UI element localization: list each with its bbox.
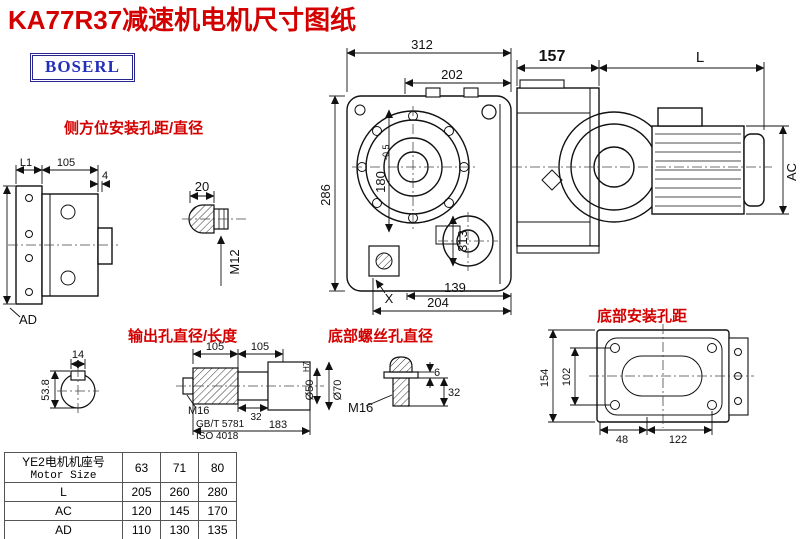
label-bottom-screw-hole: 底部螺丝孔直径: [328, 327, 433, 345]
table-header-en: Motor Size: [30, 470, 97, 482]
dim-outer-dia-70: Ø70: [332, 380, 344, 401]
dim-front-flange-width: 202: [441, 67, 463, 82]
dim-bottom-48: 48: [616, 434, 628, 446]
table-cell: 205: [122, 482, 161, 502]
dim-front-base-inner: 139: [444, 280, 466, 295]
table-cell: 280: [198, 482, 237, 502]
dim-screw-washer-6: 6: [434, 367, 440, 379]
dim-adapter-length: 157: [539, 48, 566, 65]
table-size-71: 71: [160, 452, 199, 483]
motor-size-table: YE2电机机座号 Motor Size 63 71 80 L 205 260 2…: [4, 452, 237, 539]
table-row-label: AC: [4, 501, 123, 521]
table-header-cell: YE2电机机座号 Motor Size: [4, 452, 123, 483]
side-mount-hole-detail: [182, 191, 248, 286]
standard-iso4018-label: ISO 4018: [196, 431, 239, 442]
dim-side-L1: L1: [20, 157, 32, 169]
bottom-view-dimensions: [548, 329, 713, 435]
shaft-cross-section-detail: [50, 359, 99, 413]
table-cell: 260: [160, 482, 199, 502]
dim-bottom-122: 122: [669, 434, 687, 446]
table-cell: 120: [122, 501, 161, 521]
dim-motor-diameter-AC: AC: [784, 163, 799, 181]
table-cell: 145: [160, 501, 199, 521]
table-cell: 135: [198, 520, 237, 539]
dim-front-mount-height-tolerance: -0.5: [381, 144, 391, 160]
front-view-dimensions: [329, 48, 512, 315]
standard-gb5781-label: GB/T 5781: [196, 419, 245, 430]
output-shaft-detail: [176, 349, 333, 435]
brand-logo-text: BOSERL: [45, 57, 120, 76]
table-row-AD: AD 110 130 135: [4, 520, 237, 539]
dimension-drawing: 312 202 286 180 -0.5 313 139 204 X: [3, 37, 799, 446]
output-shaft-dims: [186, 349, 333, 435]
dim-motor-length-L: L: [696, 49, 704, 66]
dim-front-mount-height: 180: [373, 171, 388, 193]
side-view-dimensions: [3, 165, 110, 318]
motor-side-view: [512, 79, 772, 254]
dim-output-step-32: 32: [250, 412, 262, 423]
dim-side-105: 105: [57, 157, 75, 169]
dim-front-overall-height: 286: [318, 184, 333, 206]
dim-bore-dia-50: Ø50: [304, 380, 316, 401]
label-side-mount-holes: 侧方位安装孔距/直径: [64, 119, 203, 137]
dim-front-vertical: 313: [455, 230, 470, 252]
motor-view-dimensions: [516, 60, 789, 215]
shaft-section-dims: [50, 359, 86, 409]
table-row-L: L 205 260 280: [4, 482, 237, 502]
dim-front-base-width: 204: [427, 295, 449, 310]
table-row-label: AD: [4, 520, 123, 539]
dim-keyway-width-14: 14: [72, 349, 84, 361]
dim-side-hole-20: 20: [195, 179, 209, 194]
dim-side-4: 4: [102, 170, 108, 182]
brand-logo: BOSERL: [30, 53, 135, 82]
dim-screw-depth-32: 32: [448, 387, 460, 399]
page-title: KA77R37减速机电机尺寸图纸: [8, 5, 357, 35]
annotation-labels: 侧方位安装孔距/直径 输出孔直径/长度 底部螺丝孔直径 底部安装孔距: [64, 119, 687, 345]
bottom-view-holes: [610, 343, 717, 410]
gearbox-side-view: [8, 185, 118, 305]
table-size-80: 80: [198, 452, 237, 483]
gearbox-bottom-view: [589, 324, 754, 428]
dim-front-overall-width: 312: [411, 37, 433, 52]
table-size-63: 63: [122, 452, 161, 483]
table-cell: 170: [198, 501, 237, 521]
dim-bore-tolerance: H7: [302, 361, 311, 372]
label-bottom-mount-holes: 底部安装孔距: [597, 307, 687, 325]
thread-M12-label: M12: [227, 249, 242, 274]
bottom-screw-dims: [365, 362, 448, 407]
thread-M16-output-label: M16: [188, 405, 209, 417]
gearbox-front-view: [346, 87, 512, 292]
dim-output-105-b: 105: [251, 341, 269, 353]
table-header-row: YE2电机机座号 Motor Size 63 71 80: [4, 452, 237, 483]
side-mount-hole-dims: [189, 191, 225, 286]
dim-output-total-183: 183: [269, 419, 287, 431]
dim-bottom-102: 102: [561, 368, 573, 386]
dim-side-AD: AD: [19, 312, 37, 327]
thread-M16-bottom-label: M16: [348, 400, 373, 415]
table-cell: 110: [122, 520, 161, 539]
dim-keyway-depth-53-8: 53.8: [40, 379, 52, 400]
table-row-AC: AC 120 145 170: [4, 501, 237, 521]
table-header-cn: YE2电机机座号: [22, 455, 105, 469]
dim-output-105-a: 105: [206, 341, 224, 353]
table-cell: 130: [160, 520, 199, 539]
side-view-holes: [25, 194, 76, 296]
dim-bottom-154: 154: [539, 369, 551, 387]
label-output-hole: 输出孔直径/长度: [128, 327, 238, 345]
flange-bolt-holes: [357, 111, 469, 223]
x-datum-mark: X: [385, 291, 394, 306]
bottom-screw-detail: [365, 356, 448, 407]
table-row-label: L: [4, 482, 123, 502]
motor-cooling-fins: [655, 133, 741, 207]
